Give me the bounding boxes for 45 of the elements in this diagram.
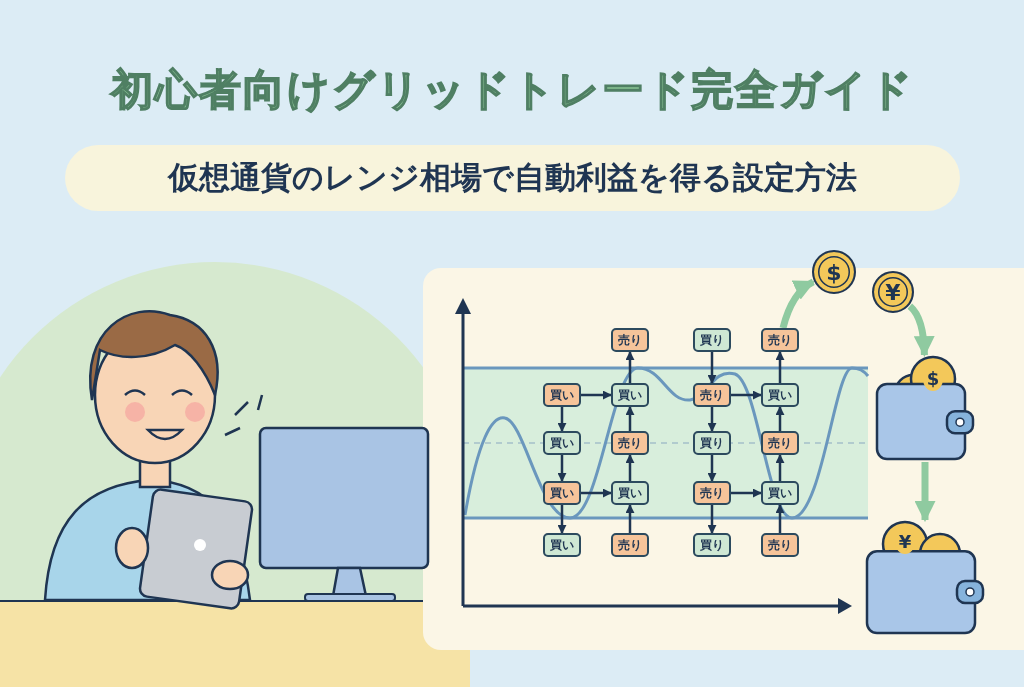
arrow [557,505,567,534]
order-box: 買り [693,328,731,352]
order-box: 売り [611,328,649,352]
order-box: 買い [611,383,649,407]
order-box: 売り [611,533,649,557]
arrow [907,303,935,358]
arrow [707,352,717,384]
order-box: 買い [543,481,581,505]
arrow [775,351,785,383]
arrow [707,505,717,534]
arrow [625,351,635,383]
arrow [625,406,635,431]
arrow [775,454,785,481]
arrow [707,407,717,432]
coin: $ [812,250,856,294]
order-box: 売り [693,383,731,407]
arrow [731,488,762,498]
arrow [625,504,635,533]
subtitle-banner: 仮想通貨のレンジ相場で自動利益を得る設定方法 [65,145,960,211]
order-box: 売り [611,431,649,455]
arrow [557,407,567,432]
order-box: 売り [761,431,799,455]
wallet-drawing [875,355,975,462]
order-box: 買り [693,533,731,557]
order-box: 買い [761,383,799,407]
order-box: 売り [761,533,799,557]
order-box: 買い [543,533,581,557]
wallet-drawing [865,520,985,636]
arrow [731,390,762,400]
order-box: 買い [611,481,649,505]
order-box: 買り [693,431,731,455]
arrow [779,278,816,329]
order-box: 買い [543,383,581,407]
order-box: 買い [761,481,799,505]
arrow [581,488,612,498]
arrow [557,455,567,482]
arrow [581,390,612,400]
arrow [775,504,785,533]
title: 初心者向けグリッドトレード完全ガイド [110,65,914,114]
arrow [707,455,717,482]
order-box: 買い [543,431,581,455]
order-box: 売り [693,481,731,505]
arrow [775,406,785,431]
order-box: 売り [761,328,799,352]
arrow [625,454,635,481]
